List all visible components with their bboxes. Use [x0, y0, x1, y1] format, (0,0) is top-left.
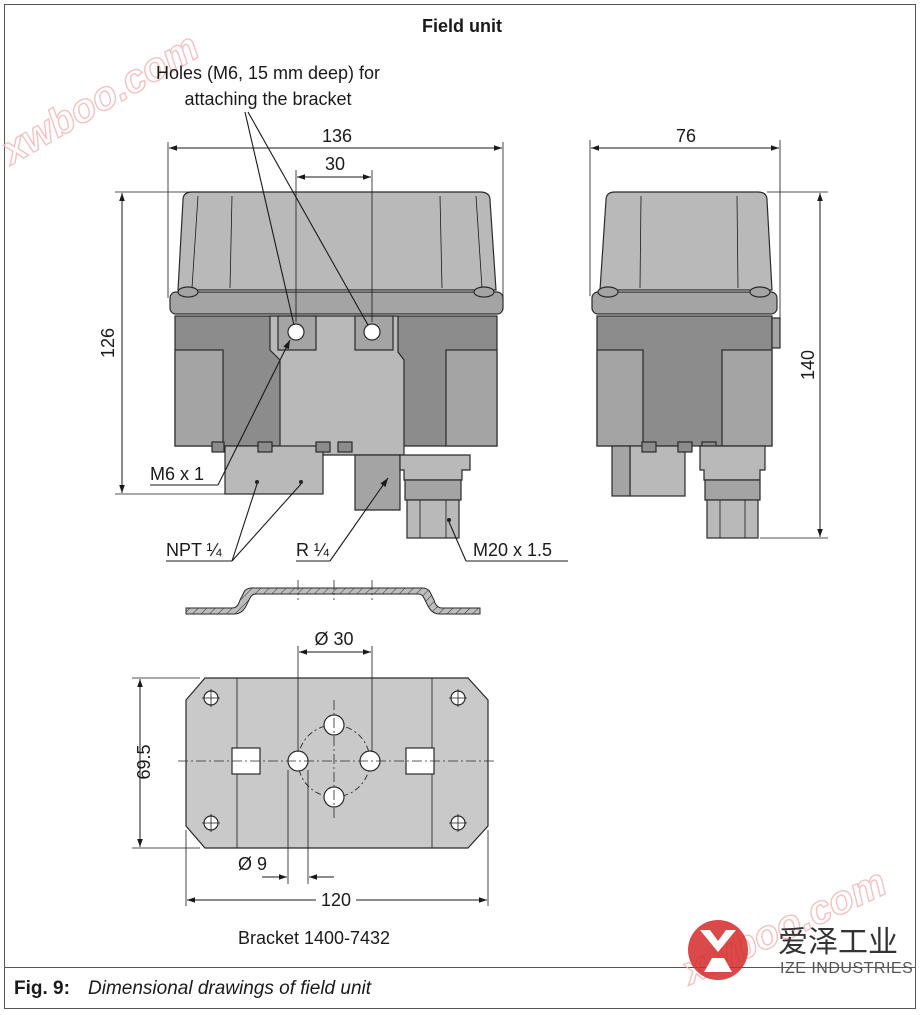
- bracket-dimensions: Ø 30 69.5 Ø 9 120: [132, 629, 489, 910]
- logo-english: IZE INDUSTRIES: [780, 960, 913, 977]
- side-dimensions: 76 140: [589, 126, 828, 539]
- logo-chinese: 爱泽工业: [778, 925, 898, 960]
- front-dimensions: 136 30 126: [98, 126, 504, 495]
- drawing-frame: [4, 4, 916, 1009]
- figure-title: Field unit: [422, 16, 502, 36]
- label-m20: M20 x 1.5: [473, 540, 552, 560]
- side-view: [591, 191, 781, 539]
- label-holes-line1: Holes (M6, 15 mm deep) for: [156, 63, 380, 83]
- dim-height-front: 126: [98, 328, 118, 358]
- dim-bracket-height: 69.5: [134, 744, 154, 779]
- bracket-label: Bracket 1400-7432: [238, 928, 390, 948]
- label-holes-line2: attaching the bracket: [184, 89, 351, 109]
- bracket-section-view: [185, 580, 481, 615]
- dim-bracket-width: 120: [321, 890, 351, 910]
- dim-bracket-circle: Ø 30: [314, 629, 353, 649]
- bracket-plan-view: [178, 677, 496, 849]
- label-m6: M6 x 1: [150, 464, 204, 484]
- label-npt: NPT ¼: [166, 540, 223, 560]
- front-view: [169, 191, 504, 539]
- dim-width-front: 136: [322, 126, 352, 146]
- caption-label: Fig. 9:: [14, 978, 70, 999]
- dim-hole-spacing: 30: [325, 154, 345, 174]
- caption-text: Dimensional drawings of field unit: [88, 978, 372, 999]
- watermark-top: xwboo.com: [0, 25, 206, 174]
- front-labels: Holes (M6, 15 mm deep) for attaching the…: [150, 63, 568, 562]
- dim-width-side: 76: [676, 126, 696, 146]
- dim-bracket-hole: Ø 9: [238, 854, 267, 874]
- dim-height-side: 140: [798, 350, 818, 380]
- label-r: R ¼: [296, 540, 330, 560]
- ize-logo: 爱泽工业 IZE INDUSTRIES: [688, 920, 913, 980]
